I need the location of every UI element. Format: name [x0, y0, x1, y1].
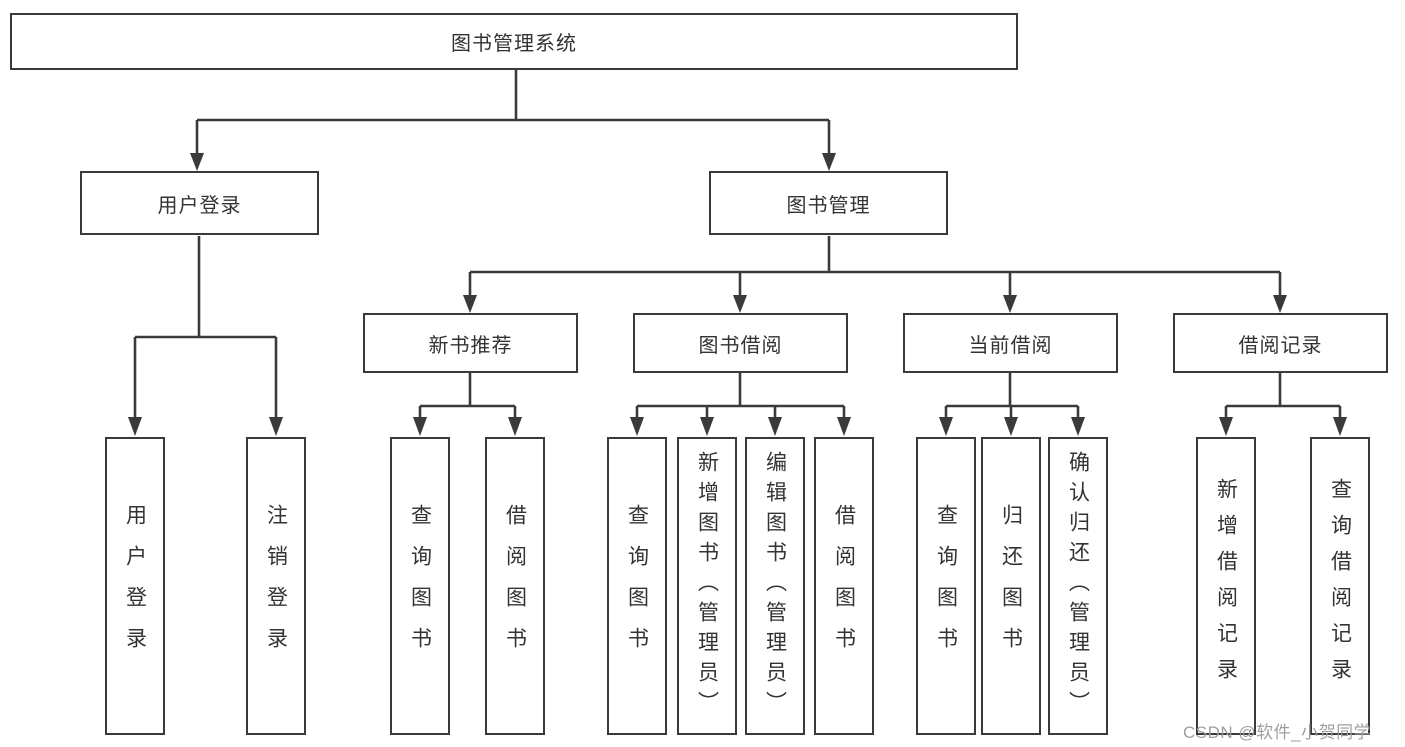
leaf-query-books-current: 查询图书: [916, 437, 976, 735]
node-current-borrowing-label: 当前借阅: [968, 334, 1053, 357]
leaf-logout-label: 注销登录: [264, 504, 288, 668]
leaf-user-login: 用户登录: [105, 437, 165, 735]
leaf-edit-book-admin-label: 编辑图书（管理员）: [763, 451, 787, 721]
leaf-add-borrowing-record-label: 新增借阅记录: [1214, 478, 1238, 694]
node-book-borrowing: 图书借阅: [633, 313, 848, 373]
leaf-borrow-books-borrowing: 借阅图书: [814, 437, 874, 735]
leaf-add-book-admin-label: 新增图书（管理员）: [695, 451, 719, 721]
leaf-borrow-books-recommend-label: 借阅图书: [503, 504, 527, 668]
connector-root-branch: [190, 70, 836, 171]
leaf-return-books-label: 归还图书: [999, 504, 1023, 668]
leaf-edit-book-admin: 编辑图书（管理员）: [745, 437, 805, 735]
node-new-book-recommendation: 新书推荐: [363, 313, 578, 373]
connector-new-book-branch: [413, 373, 522, 436]
leaf-add-borrowing-record: 新增借阅记录: [1196, 437, 1256, 735]
node-user-login: 用户登录: [80, 171, 319, 235]
node-book-management-label: 图书管理: [786, 194, 871, 217]
leaf-query-borrowing-record-label: 查询借阅记录: [1328, 478, 1352, 694]
leaf-query-borrowing-record: 查询借阅记录: [1310, 437, 1370, 735]
leaf-query-books-borrowing-label: 查询图书: [625, 504, 649, 668]
leaf-query-books-recommend: 查询图书: [390, 437, 450, 735]
connector-book-management-branch: [463, 236, 1287, 313]
connector-book-borrowing-branch: [630, 373, 851, 436]
node-user-login-label: 用户登录: [157, 194, 242, 217]
node-borrowing-records-label: 借阅记录: [1238, 334, 1323, 357]
leaf-query-books-recommend-label: 查询图书: [408, 504, 432, 668]
leaf-logout: 注销登录: [246, 437, 306, 735]
leaf-query-books-current-label: 查询图书: [934, 504, 958, 668]
node-book-borrowing-label: 图书借阅: [698, 334, 783, 357]
connector-current-borrowing-branch: [939, 373, 1085, 436]
leaf-confirm-return-admin-label: 确认归还（管理员）: [1066, 451, 1090, 721]
connector-user-login-branch: [128, 236, 283, 436]
leaf-confirm-return-admin: 确认归还（管理员）: [1048, 437, 1108, 735]
leaf-borrow-books-recommend: 借阅图书: [485, 437, 545, 735]
node-library-management-system: 图书管理系统: [10, 13, 1018, 70]
connector-borrowing-records-branch: [1219, 373, 1347, 436]
leaf-query-books-borrowing: 查询图书: [607, 437, 667, 735]
node-library-management-system-label: 图书管理系统: [451, 33, 577, 55]
node-new-book-recommendation-label: 新书推荐: [428, 334, 513, 357]
node-borrowing-records: 借阅记录: [1173, 313, 1388, 373]
csdn-watermark: CSDN @软件_小贺同学: [1183, 723, 1372, 742]
leaf-return-books: 归还图书: [981, 437, 1041, 735]
node-book-management: 图书管理: [709, 171, 948, 235]
leaf-user-login-label: 用户登录: [123, 504, 147, 668]
leaf-borrow-books-borrowing-label: 借阅图书: [832, 504, 856, 668]
leaf-add-book-admin: 新增图书（管理员）: [677, 437, 737, 735]
node-current-borrowing: 当前借阅: [903, 313, 1118, 373]
